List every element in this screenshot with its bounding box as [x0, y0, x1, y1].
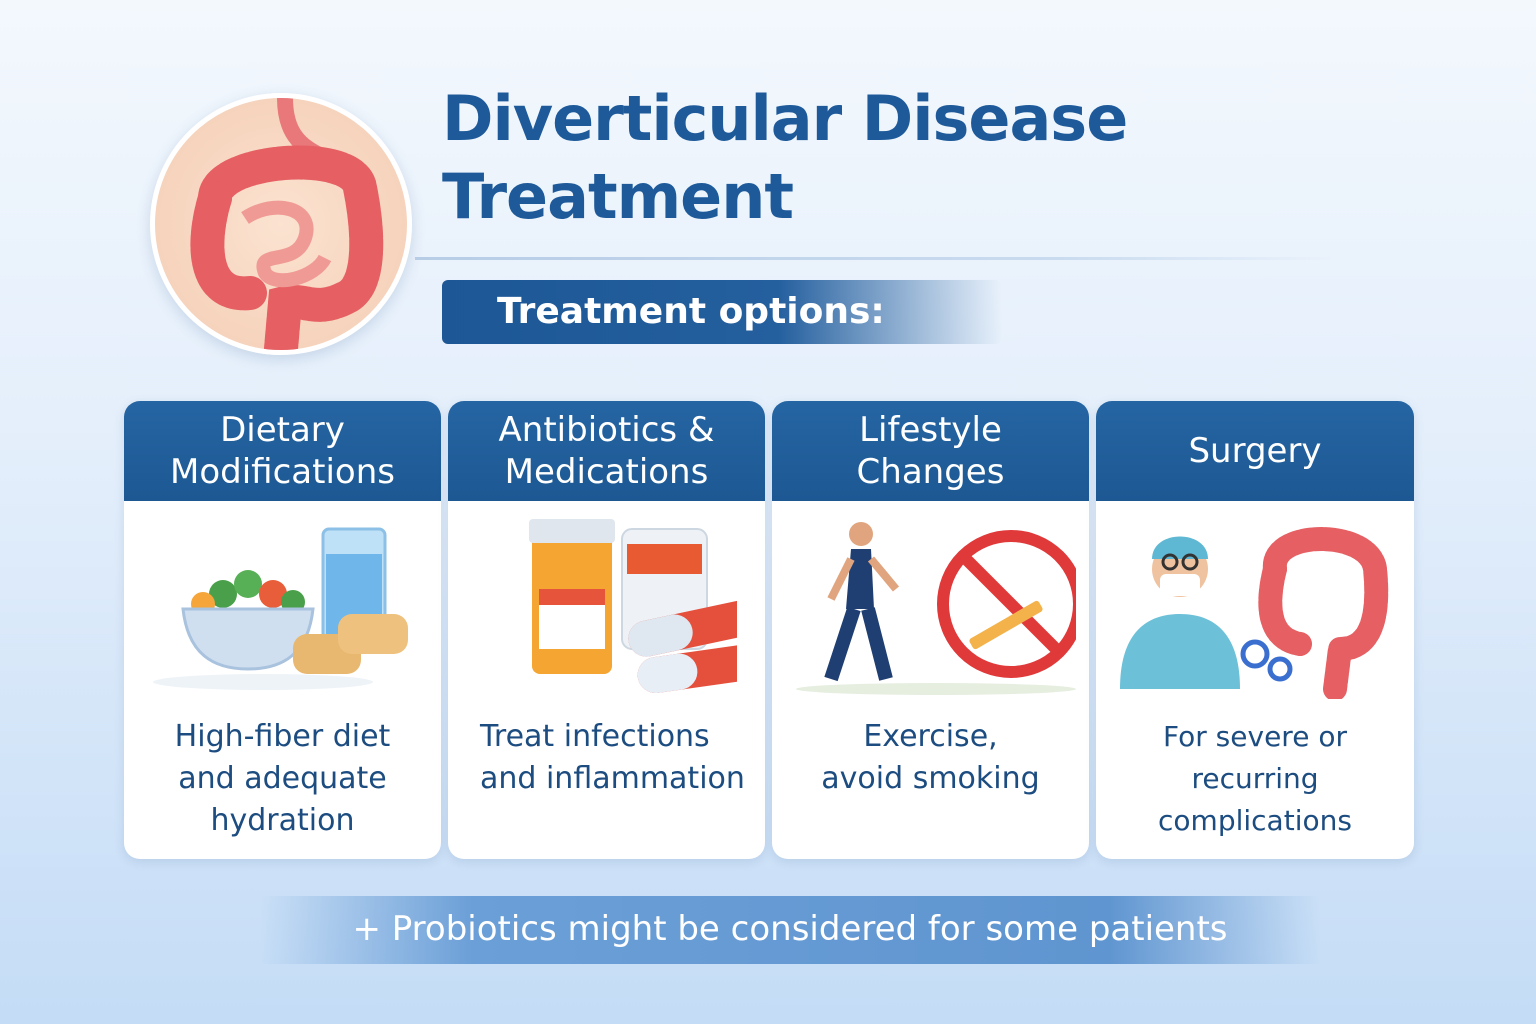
card-title: Changes — [856, 452, 1005, 492]
treatment-options-banner: Treatment options: — [442, 280, 1002, 344]
title-line-2: Treatment — [442, 160, 794, 233]
card-title: Medications — [504, 452, 709, 492]
text-line: and inflammation — [480, 761, 745, 796]
card-title: Dietary — [220, 410, 345, 450]
card-description: For severe or recurring complications — [1096, 716, 1414, 842]
card-description: Exercise, avoid smoking — [772, 716, 1089, 800]
card-title: Surgery — [1188, 431, 1322, 471]
card-antibiotics: Antibiotics &Medications Treat infection… — [448, 401, 765, 859]
card-surgery: Surgery For severe or recurring complicat… — [1096, 401, 1414, 859]
text-line: avoid smoking — [821, 761, 1040, 796]
text-line: recurring complications — [1158, 762, 1352, 837]
card-title: Modifications — [170, 452, 395, 492]
colon-icon — [190, 98, 384, 350]
card-description: High-fiber diet and adequate hydration — [124, 716, 441, 842]
card-header: Surgery — [1096, 401, 1414, 501]
text-line: Treat infections — [480, 719, 710, 754]
card-header: Antibiotics &Medications — [448, 401, 765, 501]
probiotics-note: + Probiotics might be considered for som… — [260, 896, 1320, 964]
text-line: hydration — [210, 803, 355, 838]
surgeon-colon-icon — [1096, 501, 1414, 716]
card-title: Antibiotics & — [498, 410, 715, 450]
salad-water-icon — [124, 501, 441, 716]
text-line: Exercise, — [863, 719, 998, 754]
text-line: High-fiber diet — [174, 719, 391, 754]
text-line: and adequate — [178, 761, 387, 796]
page-title: Diverticular Disease Treatment — [442, 80, 1128, 236]
card-description: Treat infections and inflammation — [448, 716, 765, 800]
intestine-illustration — [150, 93, 412, 355]
text-line: For severe or — [1163, 720, 1347, 753]
title-line-1: Diverticular Disease — [442, 82, 1128, 155]
card-title: Lifestyle — [859, 410, 1002, 450]
divider — [415, 257, 1335, 260]
pill-bottles-icon — [448, 501, 765, 716]
runner-no-smoking-icon — [772, 501, 1089, 716]
